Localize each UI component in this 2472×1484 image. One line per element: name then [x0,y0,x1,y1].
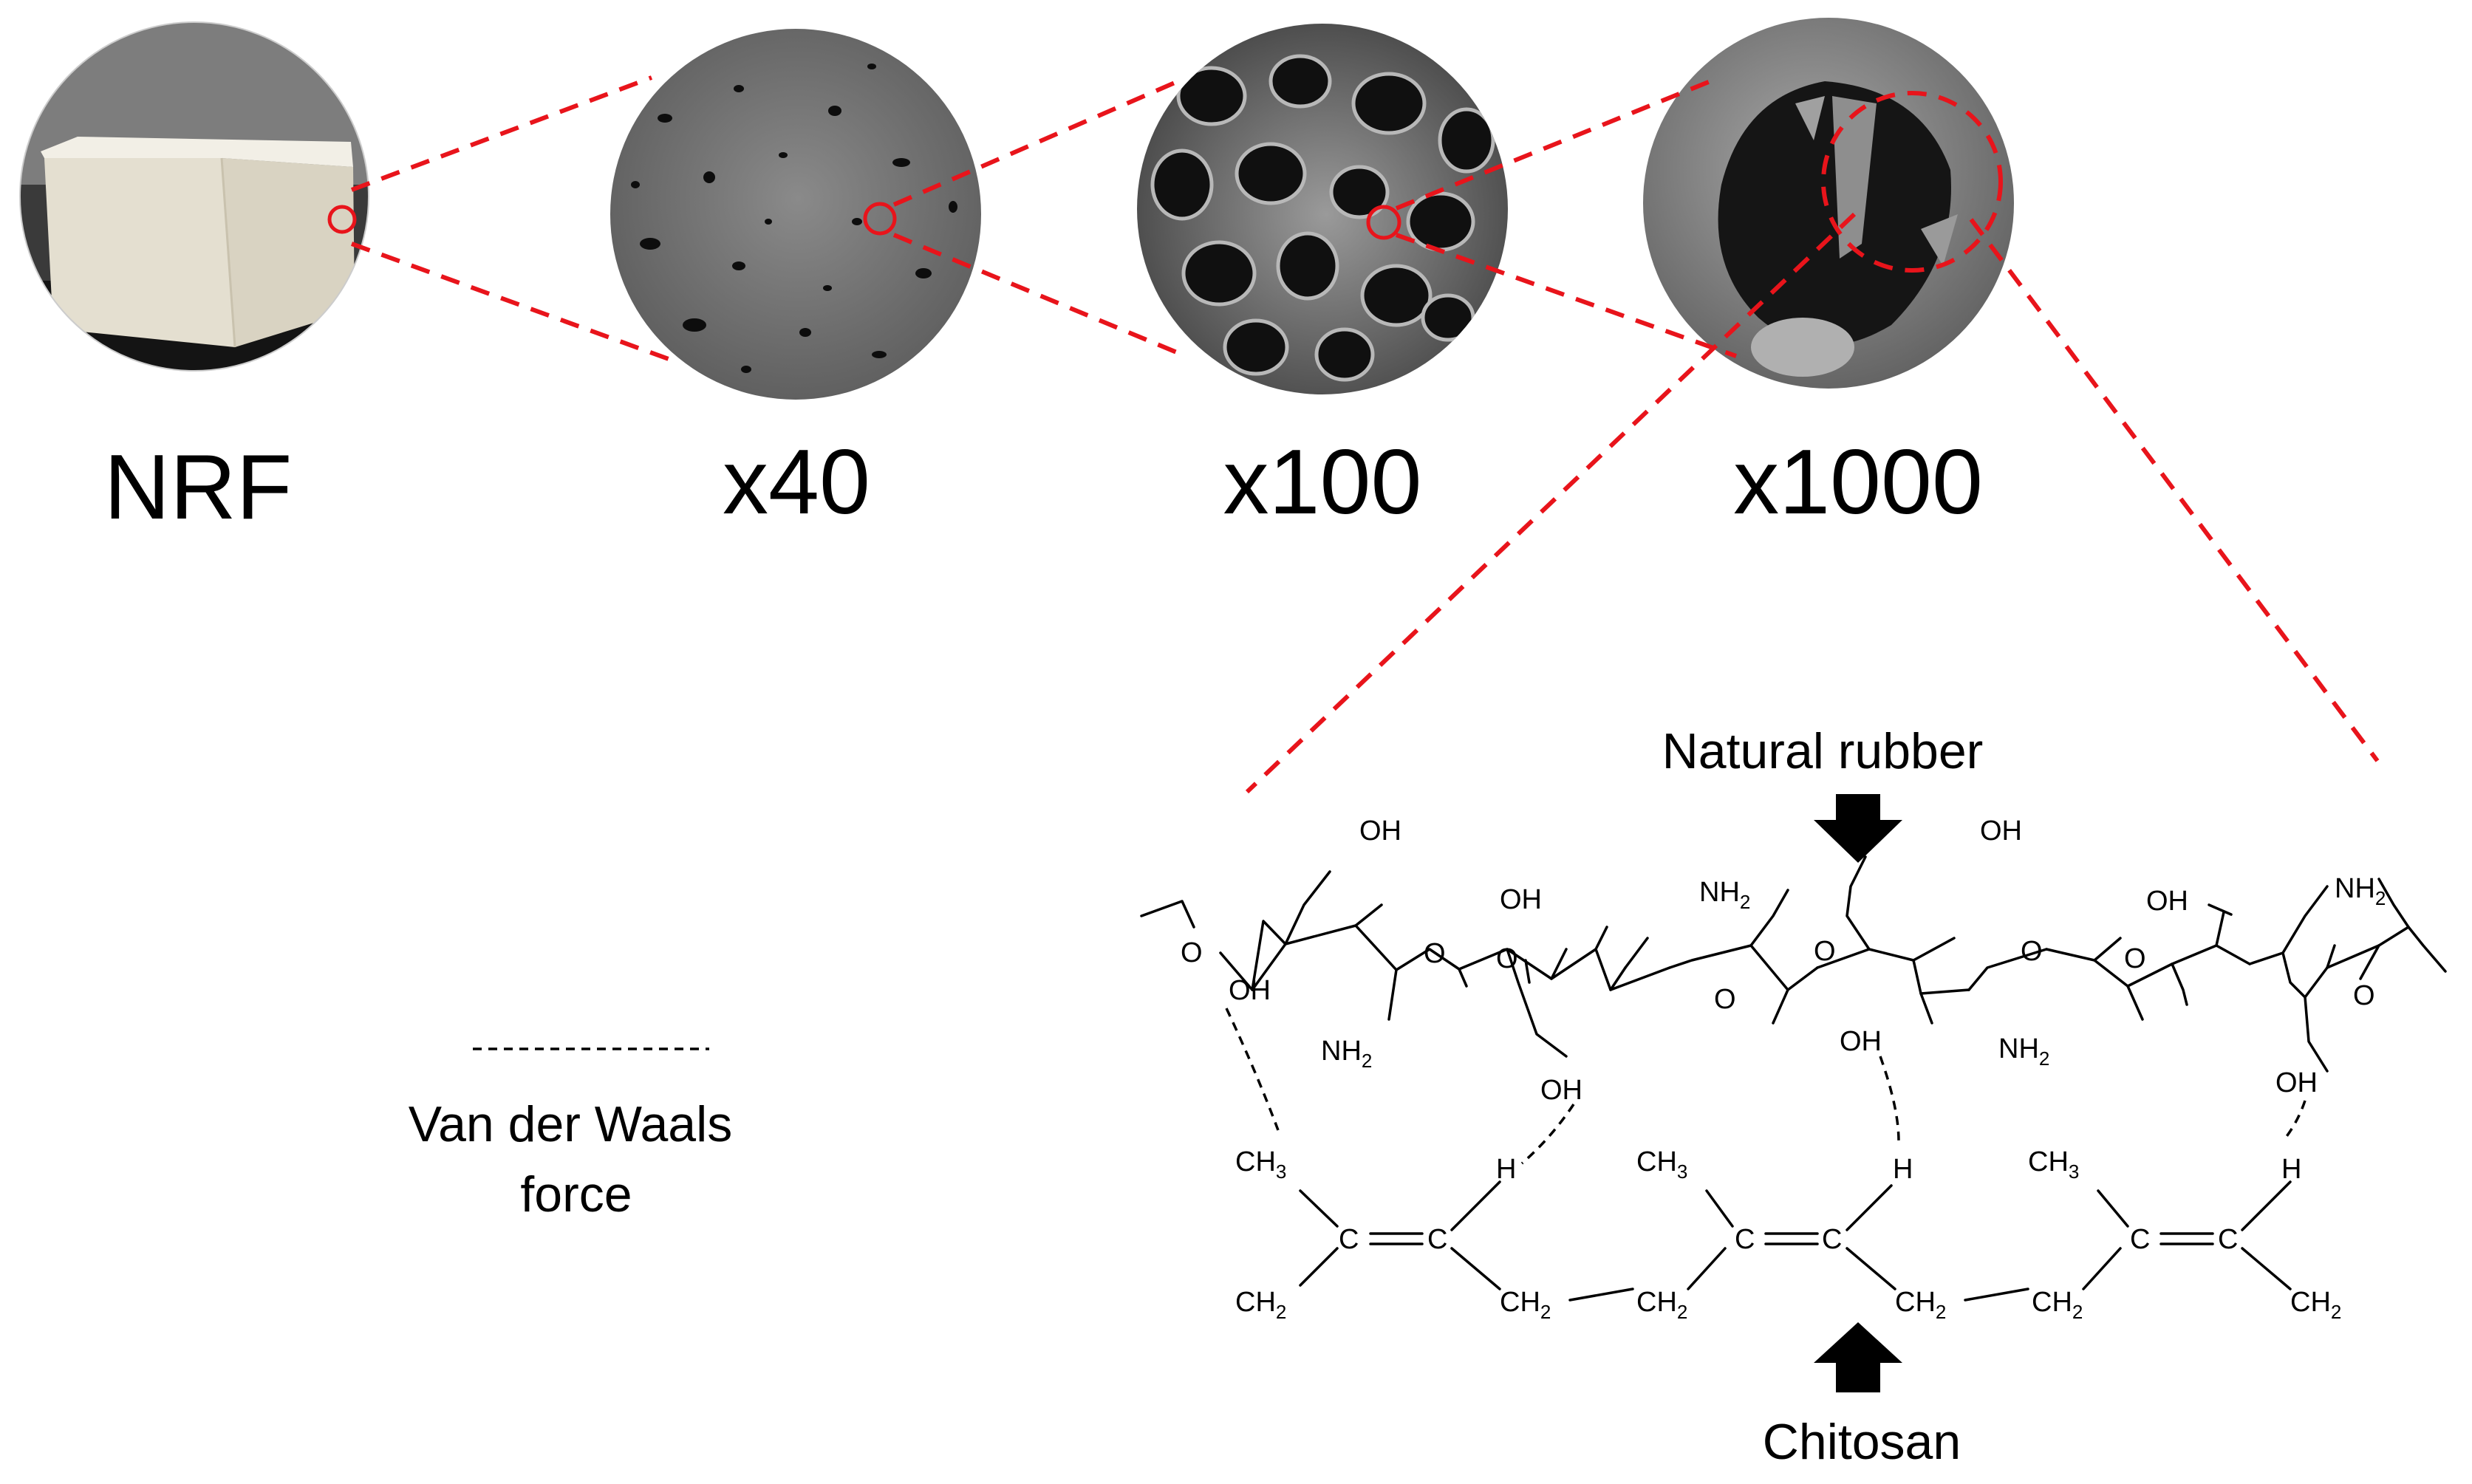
chi-nh2-2: NH2 [1699,877,1750,913]
zoom-marker-3 [1366,205,1401,240]
zoom-marker-1 [327,205,357,234]
nr-h-2: H [1893,1154,1913,1185]
nr-ch3-2: CH3 [1636,1146,1687,1183]
chi-oh-2: OH [1229,975,1271,1006]
nr-ch3-3: CH3 [2028,1146,2079,1183]
nr-ch2-2: CH2 [1500,1287,1551,1323]
nr-ch2-1: CH2 [1235,1287,1286,1323]
sem-x1000 [1643,18,2014,389]
nr-c-4: C [1822,1224,1842,1255]
chi-nh2-1: NH2 [1321,1036,1372,1072]
nr-c-3: C [1735,1224,1755,1255]
nr-c-1: C [1339,1224,1359,1255]
label-nrf: NRF [104,437,293,538]
chi-oh-4: OH [1540,1075,1582,1106]
chi-o-1: O [1181,937,1203,968]
label-x1000: x1000 [1733,431,1983,533]
zoom-marker-2 [863,202,897,236]
zoom-lines [350,75,2380,794]
legend-text-2: force [520,1166,632,1223]
nr-c-2: C [1427,1224,1447,1255]
nr-h-1: H [1496,1154,1516,1185]
sem-x40 [610,29,981,400]
zoom-marker-4 [1821,91,2003,273]
chi-oh-3: OH [1500,884,1542,915]
chi-oh-8: OH [2275,1067,2318,1098]
label-x40: x40 [723,431,870,533]
chi-o-ring-2: O [1714,984,1736,1015]
chi-nh2-4: NH2 [2335,873,2386,909]
chi-oh-5: OH [1980,815,2022,847]
sem-x100 [1137,24,1508,394]
legend: Van der Waals force [409,1047,732,1223]
legend-text-1: Van der Waals [409,1096,732,1152]
arrow-down [1814,794,1902,863]
nr-ch2-6: CH2 [2290,1287,2341,1323]
rubber-bonds [1299,1180,2292,1302]
nr-c-5: C [2130,1224,2150,1255]
chi-o-ring-4: O [2353,980,2375,1011]
nr-ch3-1: CH3 [1235,1146,1286,1183]
chi-nh2-3: NH2 [1998,1033,2049,1070]
chi-o-link-3: O [2124,943,2146,974]
chi-oh-1: OH [1359,815,1401,847]
chitosan-chain: OH OH O O NH2 O OH NH2 O OH O OH O OH NH… [1140,815,2447,1106]
rubber-chain: CH3 CH2 C C H CH2 CH2 CH3 C C H CH2 CH2 … [1235,1146,2341,1323]
chi-o-link-1: O [1496,943,1518,974]
label-chitosan: Chitosan [1763,1414,1961,1470]
nr-ch2-3: CH2 [1636,1287,1687,1323]
chi-o-ring-3: O [2021,936,2043,967]
chi-oh-6: OH [1840,1026,1882,1057]
chi-o-link-2: O [1814,936,1836,967]
nr-h-3: H [2281,1154,2301,1185]
chi-oh-7: OH [2146,886,2188,917]
nr-c-6: C [2218,1224,2238,1255]
arrow-up [1814,1322,1902,1392]
nr-ch2-5: CH2 [2032,1287,2083,1323]
vdw-links [1225,1008,2307,1165]
nrf-photo [20,22,369,371]
nr-ch2-4: CH2 [1895,1287,1946,1323]
chi-o-ring-1: O [1424,938,1446,969]
label-x100: x100 [1223,431,1422,533]
label-natural-rubber: Natural rubber [1662,723,1984,779]
chitosan-bonds [1140,855,2447,1073]
